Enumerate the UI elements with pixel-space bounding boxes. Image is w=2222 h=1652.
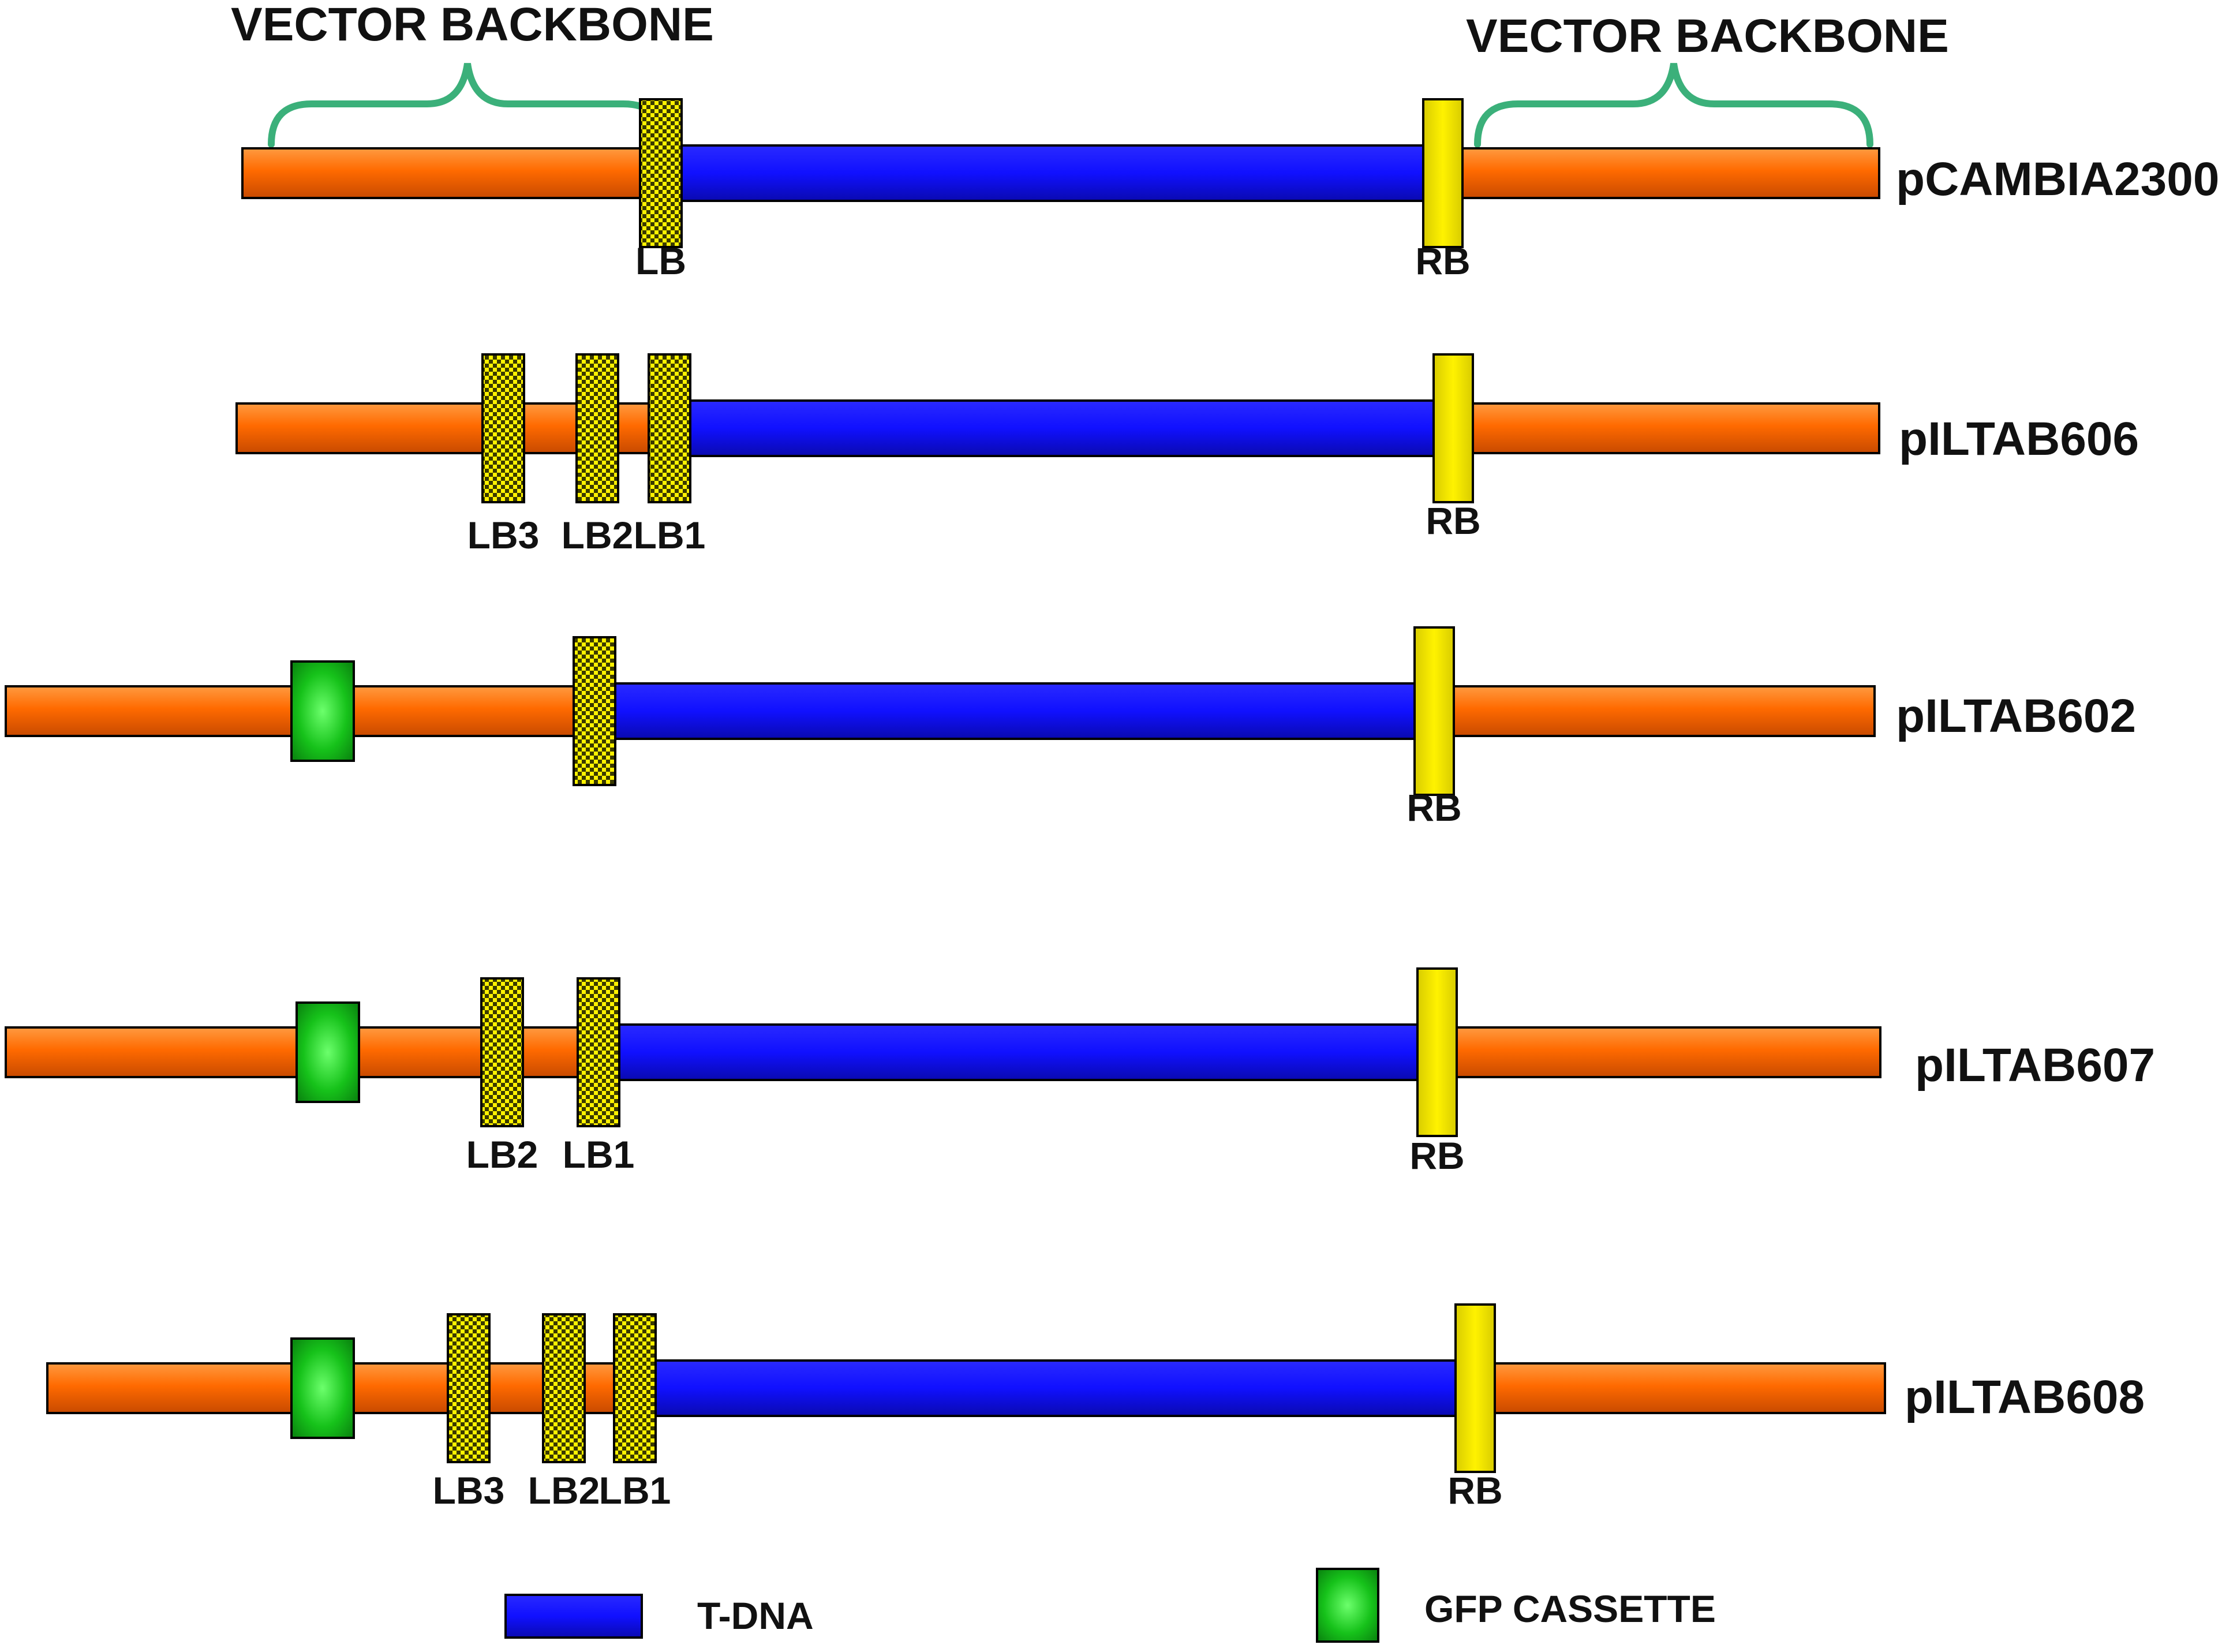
tdna-bar xyxy=(593,682,1438,740)
vector-row-pILTAB607: LB2 LB1 RB pILTAB607 xyxy=(5,967,2155,1177)
left-border-label: LB2 xyxy=(466,1133,538,1176)
right-border xyxy=(1416,967,1458,1137)
left-border-LB1 xyxy=(648,353,691,503)
tdna-bar xyxy=(634,1359,1479,1417)
vector-name: pILTAB606 xyxy=(1899,413,2139,465)
left-border-LB xyxy=(639,98,683,248)
gfp-cassette xyxy=(290,1337,355,1439)
legend-gfp-label: GFP CASSETTE xyxy=(1424,1587,1716,1630)
left-border-LB1 xyxy=(613,1313,657,1463)
right-border-label: RB xyxy=(1447,1469,1502,1512)
gfp-cassette xyxy=(290,660,355,762)
header-right-vector-backbone: VECTOR BACKBONE xyxy=(1466,10,1949,62)
left-border-LB2 xyxy=(575,353,619,503)
tdna-bar xyxy=(686,399,1458,457)
vector-row-pILTAB602: RB pILTAB602 xyxy=(5,626,2136,829)
header-left-vector-backbone: VECTOR BACKBONE xyxy=(231,0,714,51)
vector-name: pILTAB607 xyxy=(1915,1039,2155,1092)
right-border xyxy=(1432,353,1474,503)
left-border-label: LB1 xyxy=(599,1469,671,1512)
bracket-right xyxy=(1474,63,1873,148)
left-border-LB3 xyxy=(447,1313,491,1463)
right-border-label: RB xyxy=(1426,499,1480,542)
left-border-LB3 xyxy=(481,353,525,503)
left-border-lb xyxy=(573,636,616,786)
legend-tdna-swatch xyxy=(504,1594,643,1639)
left-border-LB2 xyxy=(480,977,524,1127)
vector-name: pILTAB608 xyxy=(1905,1371,2145,1423)
left-border-label: LB1 xyxy=(563,1133,635,1176)
vector-row-pCAMBIA2300: LB RB pCAMBIA2300 xyxy=(241,98,2219,282)
tdna-bar xyxy=(597,1023,1442,1081)
left-border-label: LB1 xyxy=(634,514,706,556)
left-border-LB1 xyxy=(577,977,620,1127)
legend-tdna-label: T-DNA xyxy=(697,1594,814,1637)
left-border-label: LB xyxy=(635,240,686,282)
right-border-label: RB xyxy=(1415,240,1470,282)
left-border-label: LB3 xyxy=(467,514,540,556)
left-border-LB2 xyxy=(542,1313,586,1463)
left-border-label: LB2 xyxy=(562,514,634,556)
legend: T-DNA GFP CASSETTE xyxy=(504,1568,1716,1643)
right-border-label: RB xyxy=(1406,786,1461,829)
right-border xyxy=(1422,98,1464,248)
vector-name: pCAMBIA2300 xyxy=(1896,153,2219,205)
bracket-left xyxy=(268,63,667,148)
tdna-bar xyxy=(660,144,1447,202)
left-border-label: LB3 xyxy=(433,1469,505,1512)
right-border-label: RB xyxy=(1409,1134,1464,1177)
right-border xyxy=(1454,1303,1496,1473)
right-border xyxy=(1413,626,1455,796)
gfp-cassette xyxy=(295,1001,360,1103)
left-border-label: LB2 xyxy=(528,1469,600,1512)
vector-name: pILTAB602 xyxy=(1896,690,2136,742)
legend-gfp-swatch xyxy=(1316,1568,1379,1643)
